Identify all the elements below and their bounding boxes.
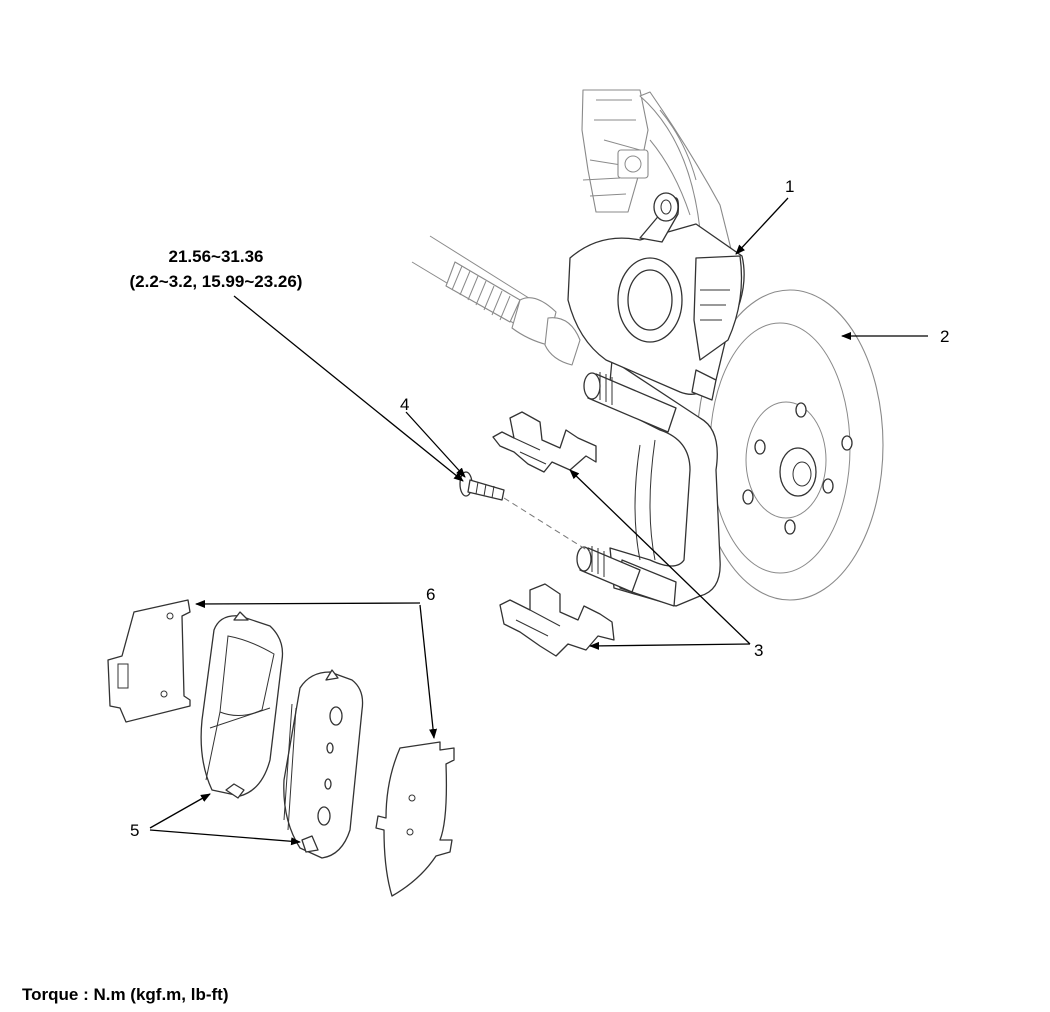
leader-6b — [419, 604, 438, 739]
leader-4 — [405, 411, 466, 478]
pad-shim-inner — [107, 599, 191, 723]
guide-rod-bolt — [459, 471, 505, 501]
leader-5a — [149, 793, 211, 829]
brake-disc — [696, 289, 884, 601]
callout-4: 4 — [400, 395, 409, 414]
guide-pins — [576, 372, 677, 593]
callout-2: 2 — [940, 327, 949, 346]
torque-units-note: Torque : N.m (kgf.m, lb-ft) — [22, 985, 229, 1004]
brake-pad-outer — [283, 669, 364, 859]
callout-6: 6 — [426, 585, 435, 604]
leader-3b — [589, 641, 751, 650]
callout-1: 1 — [785, 177, 794, 196]
leader-1 — [735, 197, 789, 255]
brake-pad-inner — [200, 611, 284, 799]
drive-shaft — [411, 235, 581, 366]
leader-5b — [149, 829, 301, 846]
torque-spec-conversion: (2.2~3.2, 15.99~23.26) — [130, 272, 303, 291]
callout-5: 5 — [130, 821, 139, 840]
bolt-alignment-line — [503, 497, 591, 553]
leader-3a — [569, 469, 751, 645]
pad-retainer-clips — [492, 411, 615, 657]
caliper-body — [567, 192, 745, 401]
torque-spec-value: 21.56~31.36 — [168, 247, 263, 266]
leader-torque — [233, 295, 464, 482]
leader-6a — [195, 599, 421, 608]
pad-shim-outer — [375, 741, 455, 897]
callout-leaders — [149, 197, 928, 846]
callout-3: 3 — [754, 641, 763, 660]
steering-knuckle — [581, 89, 736, 266]
